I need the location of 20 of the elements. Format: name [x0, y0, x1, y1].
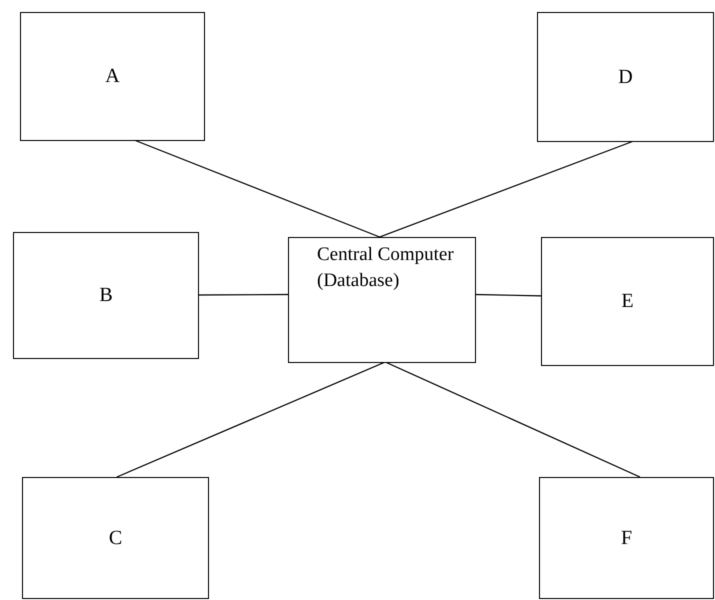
connector-line [116, 361, 386, 478]
box-label: B [99, 284, 113, 307]
connector-line [474, 294, 542, 296]
connector-line [134, 139, 380, 238]
connector-line [198, 294, 288, 296]
box-label: D [618, 66, 633, 88]
box [537, 12, 714, 142]
box-label: F [620, 526, 632, 550]
connector-line [385, 361, 640, 478]
box-label: E [621, 290, 634, 313]
box [539, 477, 714, 599]
box [13, 232, 199, 359]
box-label: Central Computer (Database) [317, 244, 454, 291]
connector-line [379, 140, 634, 238]
box [20, 12, 205, 141]
box-label: A [105, 65, 120, 88]
box [541, 237, 714, 366]
box [22, 477, 209, 599]
box-label: C [108, 526, 122, 550]
box [288, 237, 476, 363]
